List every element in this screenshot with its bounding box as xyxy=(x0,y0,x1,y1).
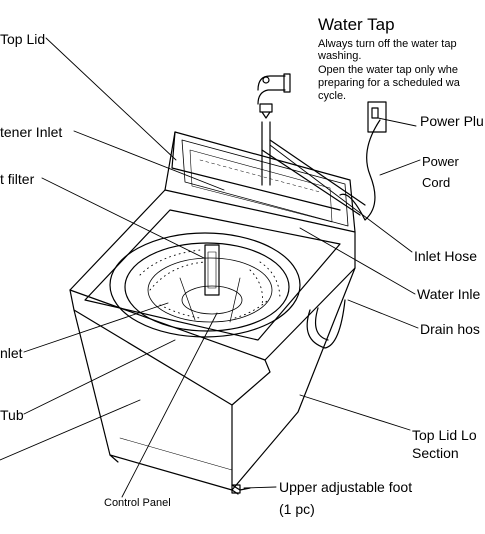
label-upper-foot-line-2: (1 pc) xyxy=(279,502,315,516)
water-tap-note-line-3: Open the water tap only whe xyxy=(318,64,458,76)
top-lid xyxy=(165,132,355,232)
lint-filter-part xyxy=(205,245,219,295)
cabinet xyxy=(70,190,355,494)
water-tap-note-line-4: preparing for a scheduled wa xyxy=(318,77,460,89)
label-top-lid: Top Lid xyxy=(0,32,45,46)
label-softener-inlet: tener Inlet xyxy=(0,125,62,139)
label-top-lid-lock-line-2: Section xyxy=(412,446,459,460)
drum-holes xyxy=(140,250,280,318)
water-tap-note-line-2: washing. xyxy=(318,50,361,62)
label-drain-hose: Drain hos xyxy=(420,322,480,336)
label-water-inlet: Water Inle xyxy=(417,287,480,301)
label-top-lid-lock-line-1: Top Lid Lo xyxy=(412,428,477,442)
label-tub: Tub xyxy=(0,408,24,422)
label-control-panel: Control Panel xyxy=(104,498,171,509)
leader-lines xyxy=(0,38,420,497)
label-water-tap: Water Tap xyxy=(318,16,395,33)
label-power-cord-line-2: Cord xyxy=(422,176,450,189)
water-tap-note-line-1: Always turn off the water tap xyxy=(318,38,457,50)
label-inlet-hose: Inlet Hose xyxy=(414,249,477,263)
label-power-cord-line-1: Power xyxy=(422,155,459,168)
water-tap-note-line-5: cycle. xyxy=(318,90,346,102)
water-tap-part xyxy=(258,74,290,185)
label-upper-foot-line-1: Upper adjustable foot xyxy=(279,480,412,494)
label-detergent-inlet: nlet xyxy=(0,346,23,360)
label-lint-filter: t filter xyxy=(0,172,34,186)
label-power-plug: Power Plu xyxy=(420,114,484,128)
